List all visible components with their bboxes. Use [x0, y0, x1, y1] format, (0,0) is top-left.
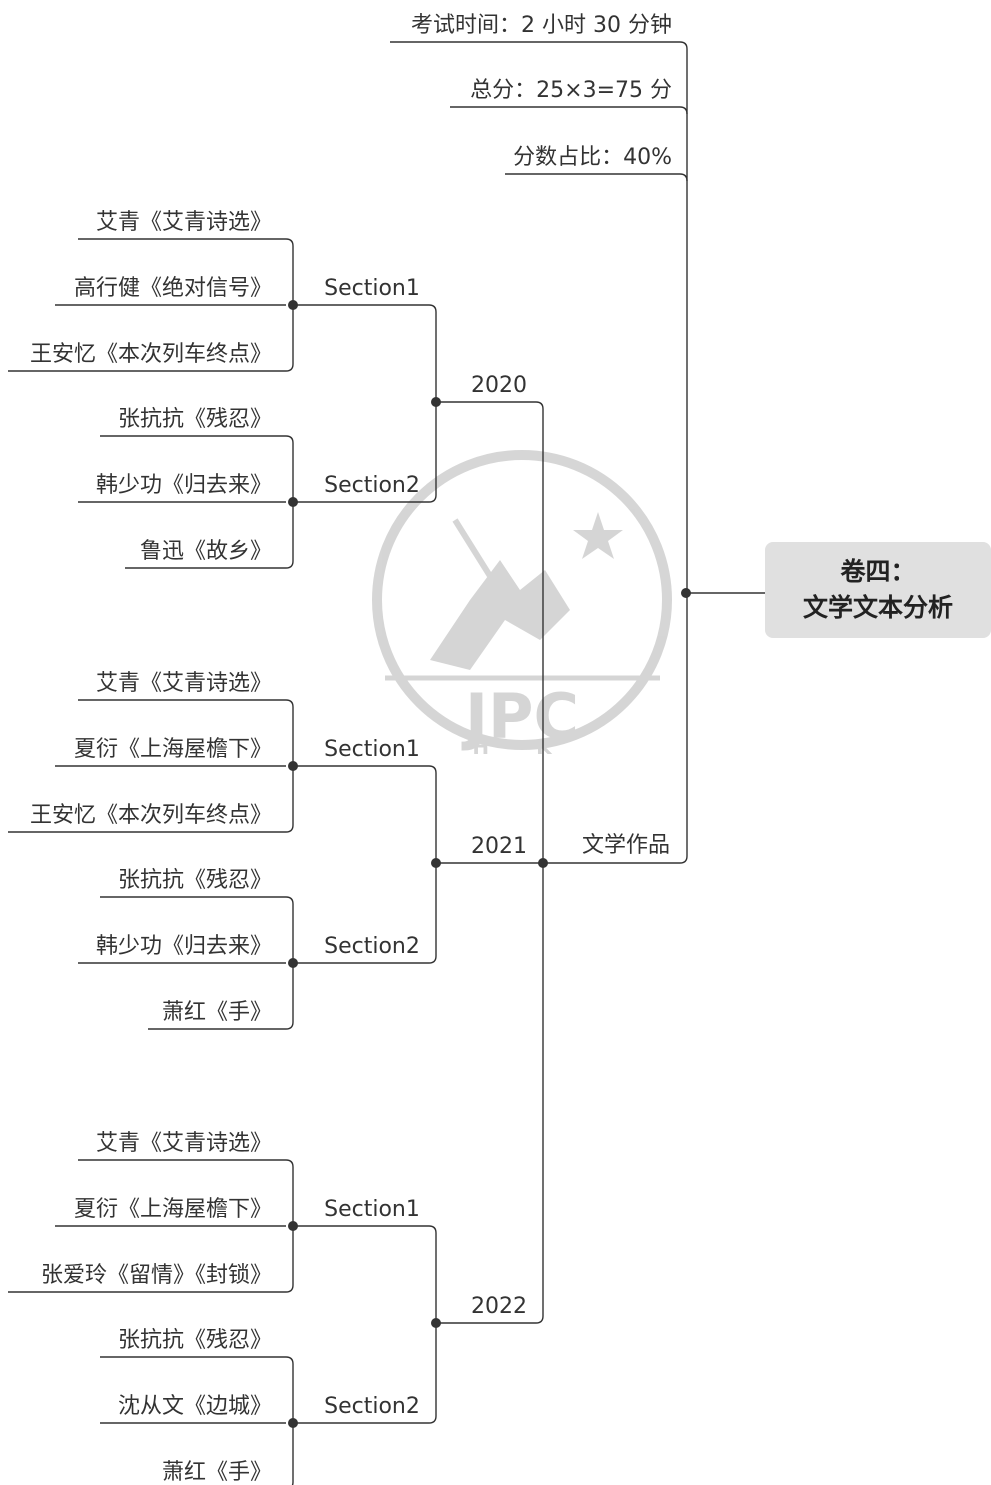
work-label: 王安忆《本次列车终点》	[30, 803, 272, 828]
section-node	[288, 1418, 298, 1428]
score-ratio-label: 分数占比：40%	[513, 145, 672, 170]
year-groups: 2020Section1艾青《艾青诗选》高行健《绝对信号》王安忆《本次列车终点》…	[8, 210, 527, 1485]
work-label: 韩少功《归去来》	[96, 934, 272, 959]
year-node	[431, 1318, 441, 1328]
work-label: 鲁迅《故乡》	[140, 539, 272, 564]
work-label: 萧红《手》	[162, 1460, 272, 1485]
section-label: Section2	[324, 934, 420, 959]
work-label: 艾青《艾青诗选》	[96, 1131, 272, 1156]
work-label: 张爱玲《留情》《封锁》	[41, 1263, 272, 1288]
watermark-ring	[372, 450, 672, 750]
year-label: 2022	[471, 1294, 527, 1319]
work-label: 张抗抗《残忍》	[118, 407, 272, 432]
work-label: 艾青《艾青诗选》	[96, 210, 272, 235]
watermark: JPC H K	[372, 450, 672, 759]
section-node	[288, 1221, 298, 1231]
exam-time-label: 考试时间：2 小时 30 分钟	[411, 13, 672, 38]
work-label: 艾青《艾青诗选》	[96, 671, 272, 696]
section-node	[288, 958, 298, 968]
work-label: 王安忆《本次列车终点》	[30, 342, 272, 367]
watermark-main: JPC	[461, 680, 579, 753]
literature-branch: 文学作品	[436, 401, 680, 1324]
section-label: Section2	[324, 473, 420, 498]
year-node	[431, 397, 441, 407]
section-label: Section1	[324, 737, 420, 762]
work-label: 张抗抗《残忍》	[118, 1328, 272, 1353]
literature-branch-label: 文学作品	[582, 833, 670, 858]
meta-branch: 考试时间：2 小时 30 分钟 总分：25×3=75 分 分数占比：40%	[390, 13, 765, 864]
section-label: Section1	[324, 276, 420, 301]
work-label: 沈从文《边城》	[118, 1394, 272, 1419]
section-label: Section2	[324, 1394, 420, 1419]
work-label: 张抗抗《残忍》	[118, 868, 272, 893]
year-label: 2020	[471, 373, 527, 398]
section-node	[288, 497, 298, 507]
work-label: 萧红《手》	[162, 1000, 272, 1025]
total-score-label: 总分：25×3=75 分	[470, 78, 672, 103]
work-label: 夏衍《上海屋檐下》	[74, 737, 272, 762]
section-node	[288, 761, 298, 771]
polo-mallet-icon	[452, 518, 508, 602]
watermark-sub: H K	[472, 735, 571, 759]
year-label: 2021	[471, 834, 527, 859]
work-label: 高行健《绝对信号》	[74, 276, 272, 301]
root-title-line1: 卷四：	[840, 557, 916, 586]
work-label: 夏衍《上海屋檐下》	[74, 1197, 272, 1222]
root-node: 卷四： 文学文本分析	[765, 542, 991, 638]
section-node	[288, 300, 298, 310]
work-label: 韩少功《归去来》	[96, 473, 272, 498]
star-icon	[573, 512, 623, 559]
root-title-line2: 文学文本分析	[802, 593, 953, 622]
year-node	[431, 858, 441, 868]
section-label: Section1	[324, 1197, 420, 1222]
polo-player-icon	[430, 560, 570, 670]
